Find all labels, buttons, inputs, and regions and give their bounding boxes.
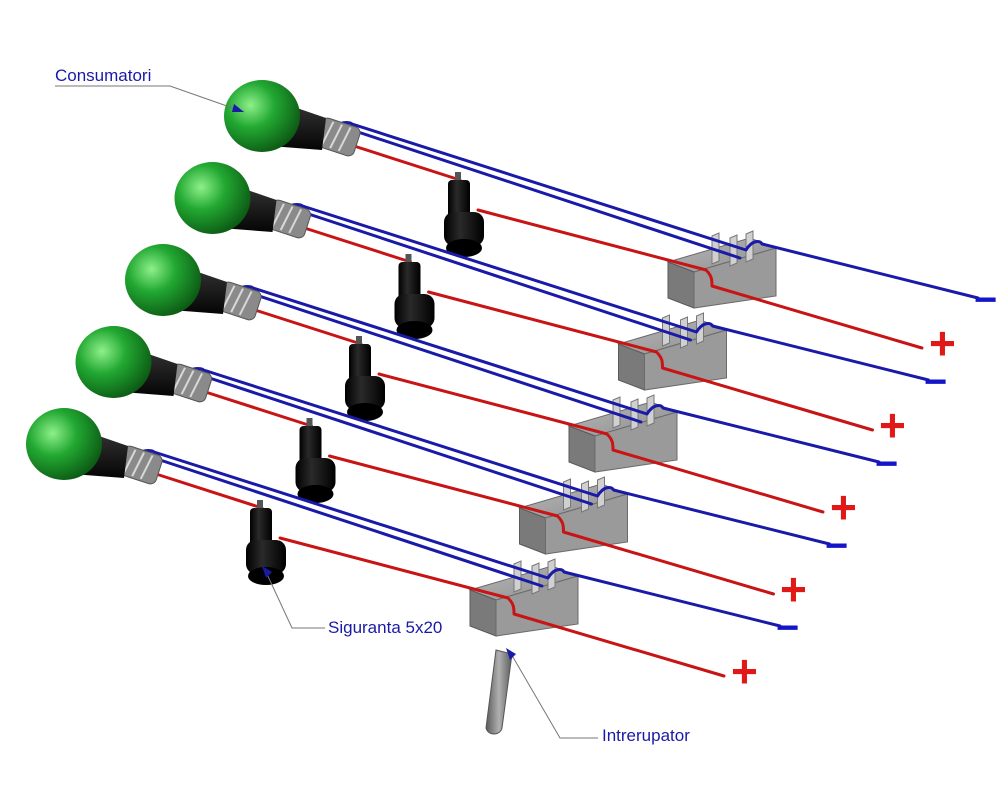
switch-label: Intrerupator xyxy=(602,726,690,745)
bulb-5 xyxy=(26,408,102,480)
bulb-1 xyxy=(224,80,300,152)
consumers-label: Consumatori xyxy=(55,66,152,85)
switch-leader xyxy=(509,651,598,739)
circuit-row-1 xyxy=(224,80,980,350)
fuse-5 xyxy=(246,500,286,585)
bulb-4 xyxy=(75,326,152,398)
plus-terminal-3: + xyxy=(830,481,857,533)
consumers-leader xyxy=(55,85,245,113)
toggle-lever xyxy=(485,649,513,735)
minus-terminal-4: − xyxy=(825,524,849,568)
switch-3 xyxy=(567,394,679,473)
wires-5 xyxy=(132,448,782,678)
circuit-row-4 xyxy=(75,326,831,596)
fuse-2 xyxy=(394,254,435,339)
fuse-arrow xyxy=(262,566,272,578)
fuse-3 xyxy=(345,336,385,421)
plus-terminal-4: + xyxy=(780,563,807,615)
switch-arrow xyxy=(506,648,516,660)
plus-terminal-1: + xyxy=(929,317,956,369)
fuse-1 xyxy=(444,172,484,257)
minus-terminal-5: − xyxy=(776,606,800,650)
fuse-label: Siguranta 5x20 xyxy=(328,618,443,637)
circuit-row-5 xyxy=(26,408,782,678)
bulb-2 xyxy=(174,162,251,234)
circuit-row-2 xyxy=(174,162,930,432)
plus-terminal-5: + xyxy=(731,645,758,697)
consumers-arrow xyxy=(232,104,244,112)
fuse-4 xyxy=(295,418,336,503)
minus-terminal-1: − xyxy=(974,278,998,322)
plus-terminal-2: + xyxy=(879,399,906,451)
fuse-leader xyxy=(265,571,325,629)
minus-terminal-3: − xyxy=(875,442,899,486)
circuit-row-3 xyxy=(125,244,881,514)
minus-terminal-2: − xyxy=(924,360,948,404)
bulb-3 xyxy=(125,244,201,316)
